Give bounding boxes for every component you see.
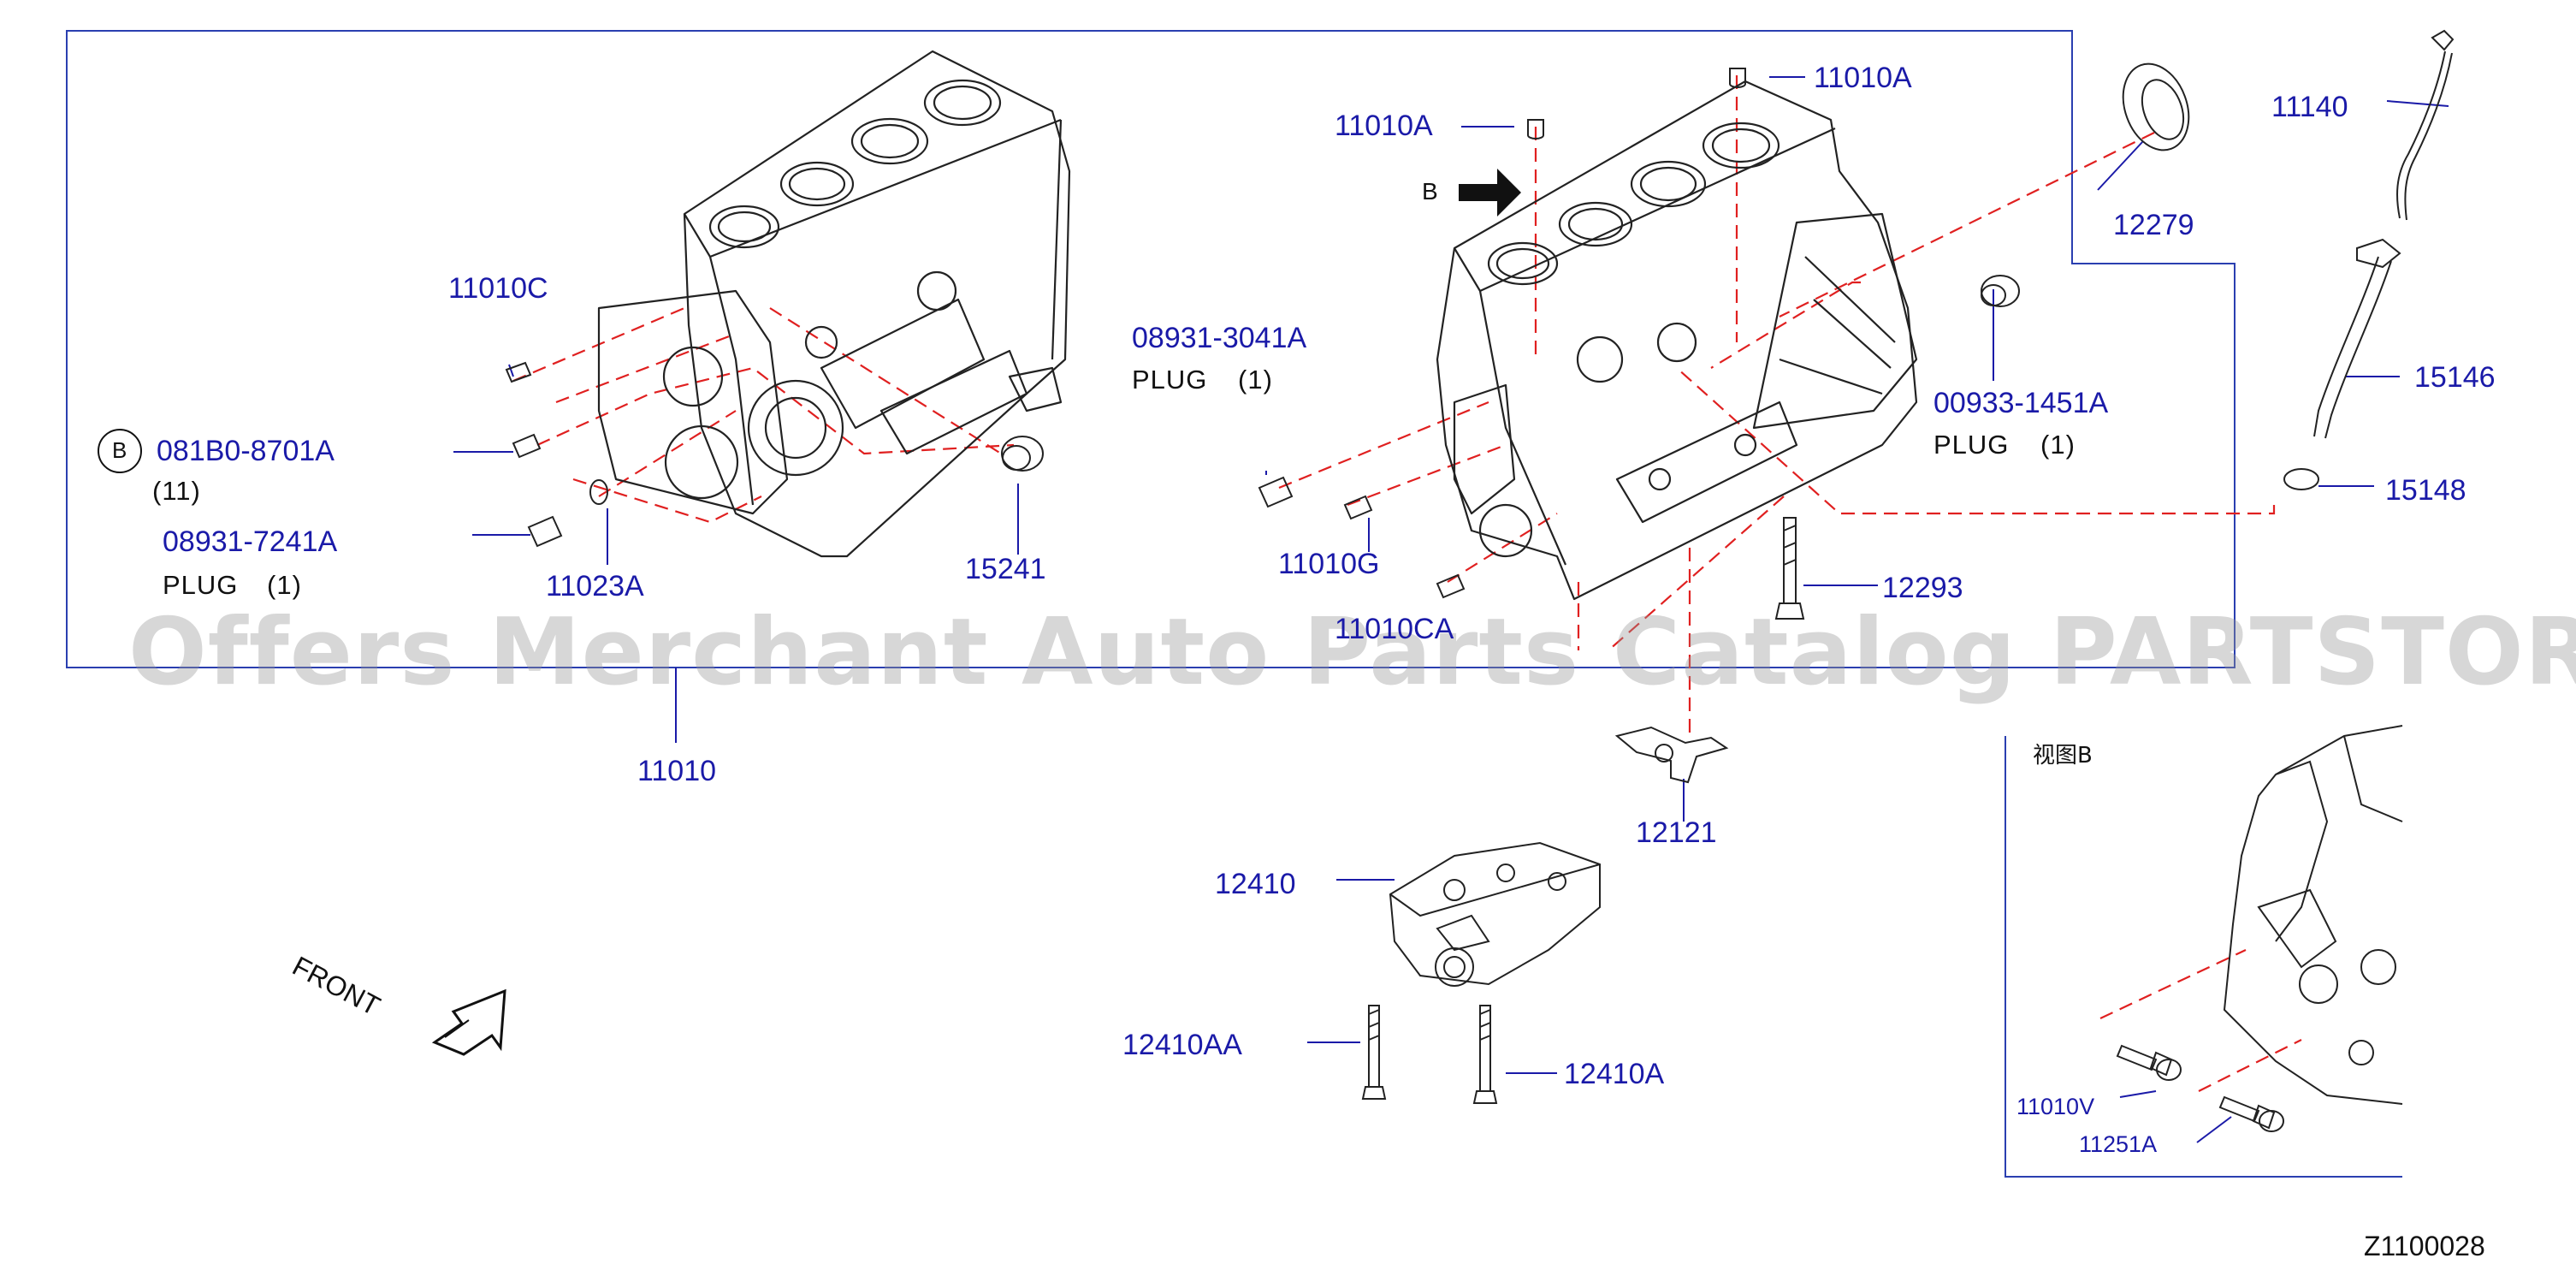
view-b-block — [2223, 725, 2403, 1105]
plug-081B0 — [512, 433, 542, 459]
bolt-12410AA — [1361, 1005, 1387, 1100]
o-ring-15148 — [2283, 468, 2319, 490]
part-number-08931-7241a[interactable]: 08931-7241A — [163, 525, 338, 558]
part-number-11023a[interactable]: 11023A — [546, 570, 644, 602]
part-number-11010a-left[interactable]: 11010A — [1335, 110, 1433, 142]
bolt-11251A — [2218, 1095, 2284, 1132]
oil-seal-12279 — [2122, 62, 2190, 151]
part-number-12410[interactable]: 12410 — [1215, 868, 1296, 900]
part-number-00933-1451a[interactable]: 00933-1451A — [1933, 387, 2109, 419]
oil-jet-12121 — [1614, 726, 1729, 784]
part-number-11010v[interactable]: 11010V — [2016, 1094, 2095, 1119]
plug-label-00933: PLUG — [1933, 430, 2010, 460]
plug-11010G — [1343, 495, 1373, 520]
plug-qty-3041: (1) — [1238, 365, 1273, 395]
ref-b-circle-label: B — [112, 437, 127, 463]
plug-11010A-left — [1527, 119, 1544, 139]
cylinder-block-center — [1436, 80, 1918, 601]
part-number-08931-3041a[interactable]: 08931-3041A — [1132, 322, 1307, 354]
part-number-12293[interactable]: 12293 — [1882, 572, 1963, 604]
diagram-code: Z1100028 — [2364, 1231, 2485, 1261]
part-number-12121[interactable]: 12121 — [1636, 816, 1717, 849]
oil-pump-12410 — [1389, 841, 1601, 987]
o-ring-11023A — [589, 479, 608, 505]
bolt-11010V — [2116, 1044, 2182, 1081]
plug-00933-1451A — [1981, 275, 2020, 307]
part-number-12279[interactable]: 12279 — [2113, 209, 2194, 241]
plug-11010A-top — [1729, 68, 1746, 88]
part-number-11010g[interactable]: 11010G — [1278, 548, 1380, 580]
part-number-081b0-8701a[interactable]: 081B0-8701A — [157, 435, 335, 467]
plug-11010C — [505, 361, 532, 383]
plug-08931-7241A — [527, 515, 563, 548]
part-number-12410aa[interactable]: 12410AA — [1122, 1029, 1242, 1061]
plug-15241 — [1001, 436, 1044, 472]
bolt-12410A — [1472, 1005, 1498, 1104]
part-number-11251a[interactable]: 11251A — [2079, 1131, 2158, 1157]
view-b-frame — [2005, 736, 2402, 1178]
quantity-11: (11) — [152, 476, 201, 506]
part-number-12410a[interactable]: 12410A — [1564, 1058, 1665, 1090]
part-number-15241[interactable]: 15241 — [965, 553, 1046, 585]
part-number-15146[interactable]: 15146 — [2414, 361, 2496, 394]
front-arrow-icon — [431, 988, 506, 1056]
part-number-11010c[interactable]: 11010C — [448, 272, 548, 305]
view-b-arrow-icon — [1459, 169, 1521, 217]
part-number-11010[interactable]: 11010 — [637, 755, 717, 787]
oil-level-gauge-11140 — [2396, 29, 2455, 221]
part-number-11010ca[interactable]: 11010CA — [1335, 613, 1454, 645]
watermark: Offers Merchant Auto Parts Catalog PARTS… — [128, 599, 2576, 706]
plug-label-7241: PLUG — [163, 570, 239, 600]
cylinder-block-left — [597, 50, 1071, 558]
view-b-title: 视图B — [2033, 743, 2093, 769]
bolt-12293 — [1774, 517, 1805, 620]
plug-qty-7241: (1) — [267, 570, 302, 600]
part-number-15148[interactable]: 15148 — [2385, 474, 2466, 507]
arrow-b-label: B — [1422, 178, 1438, 205]
plug-qty-00933: (1) — [2040, 430, 2076, 460]
plug-11010CA — [1436, 573, 1466, 599]
gauge-guide-15146 — [2313, 238, 2401, 439]
part-number-11010a-top[interactable]: 11010A — [1814, 62, 1912, 94]
ref-b-circle-icon — [98, 429, 142, 473]
plug-08931-3041A — [1258, 476, 1294, 508]
plug-label-3041: PLUG — [1132, 365, 1208, 395]
part-number-11140[interactable]: 11140 — [2271, 91, 2348, 123]
block-group-frame — [66, 30, 2235, 668]
